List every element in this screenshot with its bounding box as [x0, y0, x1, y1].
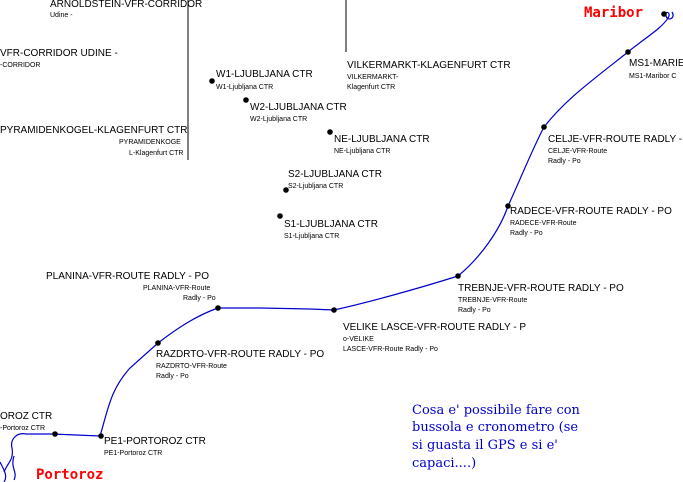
- waypoint-dot-razdrto: [155, 340, 161, 346]
- svg-text:OROZ CTR: OROZ CTR: [0, 411, 52, 422]
- svg-text:Radly - Po: Radly - Po: [156, 373, 189, 380]
- svg-text:TREBNJE-VFR-Route: TREBNJE-VFR-Route: [458, 297, 527, 304]
- svg-text:MS1-Maribor C: MS1-Maribor C: [629, 73, 676, 80]
- waypoint-label-planina: PLANINA-VFR-ROUTE RADLY - PO PLANINA-VFR…: [46, 271, 216, 302]
- waypoint-dot-portoroz-ctr: [52, 431, 58, 437]
- svg-text:RADECE-VFR-Route: RADECE-VFR-Route: [510, 220, 577, 227]
- waypoint-label-trebnje: TREBNJE-VFR-ROUTE RADLY - PO TREBNJE-VFR…: [458, 283, 624, 314]
- svg-text:CELJE-VFR-ROUTE RADLY -: CELJE-VFR-ROUTE RADLY -: [548, 134, 682, 145]
- note-text: Cosa e' possibile fare con bussola e cro…: [412, 403, 581, 471]
- waypoint-label-udine: VFR-CORRIDOR UDINE - -CORRIDOR: [0, 48, 118, 69]
- svg-text:ARNOLDSTEIN-VFR-CORRIDOR: ARNOLDSTEIN-VFR-CORRIDOR: [50, 0, 202, 10]
- svg-text:o-VELIKE: o-VELIKE: [343, 336, 374, 343]
- svg-text:-Portoroz CTR: -Portoroz CTR: [0, 425, 45, 432]
- svg-text:MS1-MARIE: MS1-MARIE: [629, 58, 683, 69]
- waypoint-dot-ne: [327, 129, 333, 135]
- waypoint-label-pe1: PE1-PORTOROZ CTR PE1-Portoroz CTR: [104, 436, 206, 457]
- waypoint-label-radece: RADECE-VFR-ROUTE RADLY - PO RADECE-VFR-R…: [510, 206, 672, 237]
- svg-text:Radly - Po: Radly - Po: [183, 295, 216, 302]
- route-line: [3, 17, 669, 473]
- waypoint-dot-radece: [505, 203, 511, 209]
- svg-text:VELIKE LASCE-VFR-ROUTE RADLY -: VELIKE LASCE-VFR-ROUTE RADLY - P: [343, 322, 526, 333]
- waypoint-label-portoroz-ctr: OROZ CTR -Portoroz CTR: [0, 411, 52, 432]
- svg-text:W1-LJUBLJANA CTR: W1-LJUBLJANA CTR: [216, 69, 313, 80]
- svg-text:Udine -: Udine -: [50, 12, 73, 19]
- svg-text:PYRAMIDENKOGE: PYRAMIDENKOGE: [119, 139, 181, 146]
- svg-text:PE1-PORTOROZ CTR: PE1-PORTOROZ CTR: [104, 436, 206, 447]
- waypoint-label-celje: CELJE-VFR-ROUTE RADLY - CELJE-VFR-Route …: [548, 134, 682, 165]
- svg-text:bussola e cronometro (se: bussola e cronometro (se: [412, 420, 578, 435]
- svg-text:S1-Ljubljana CTR: S1-Ljubljana CTR: [284, 233, 339, 240]
- city-label-maribor: Maribor: [584, 5, 643, 21]
- city-label-portoroz: Portoroz: [36, 467, 103, 482]
- waypoint-dot-planina: [215, 305, 221, 311]
- waypoint-dot-w2: [243, 97, 249, 103]
- svg-text:Radly - Po: Radly - Po: [548, 158, 581, 165]
- svg-text:S2-Ljubljana CTR: S2-Ljubljana CTR: [288, 183, 343, 190]
- waypoint-label-arnoldstein: ARNOLDSTEIN-VFR-CORRIDOR Udine -: [50, 0, 202, 19]
- waypoint-dot-s1: [277, 213, 283, 219]
- svg-text:TREBNJE-VFR-ROUTE RADLY - PO: TREBNJE-VFR-ROUTE RADLY - PO: [458, 283, 624, 294]
- svg-text:capaci....): capaci....): [412, 456, 476, 471]
- waypoint-label-pyramidenkogel: PYRAMIDENKOGEL-KLAGENFURT CTR PYRAMIDENK…: [0, 125, 187, 157]
- waypoint-label-velike: VELIKE LASCE-VFR-ROUTE RADLY - P o-VELIK…: [343, 322, 526, 353]
- svg-text:Radly - Po: Radly - Po: [510, 230, 543, 237]
- svg-text:Radly - Po: Radly - Po: [458, 307, 491, 314]
- svg-text:VILKERMARKT-: VILKERMARKT-: [347, 74, 399, 81]
- waypoint-dot-maribor: [661, 11, 667, 17]
- svg-text:RADECE-VFR-ROUTE RADLY - PO: RADECE-VFR-ROUTE RADLY - PO: [510, 206, 672, 217]
- waypoint-label-razdrto: RAZDRTO-VFR-ROUTE RADLY - PO RAZDRTO-VFR…: [156, 349, 324, 380]
- svg-text:W2-LJUBLJANA CTR: W2-LJUBLJANA CTR: [250, 102, 347, 113]
- svg-text:PYRAMIDENKOGEL-KLAGENFURT CTR: PYRAMIDENKOGEL-KLAGENFURT CTR: [0, 125, 187, 136]
- svg-text:PLANINA-VFR-Route: PLANINA-VFR-Route: [143, 285, 210, 292]
- svg-text:LASCE-VFR-Route Radly - Po: LASCE-VFR-Route Radly - Po: [343, 346, 438, 353]
- svg-text:W2-Ljubljana CTR: W2-Ljubljana CTR: [250, 116, 307, 123]
- waypoint-dot-pe1: [98, 433, 104, 439]
- svg-text:RAZDRTO-VFR-Route: RAZDRTO-VFR-Route: [156, 363, 227, 370]
- waypoint-label-s1: S1-LJUBLJANA CTR S1-Ljubljana CTR: [284, 219, 378, 240]
- waypoint-dot-ms1: [625, 49, 631, 55]
- svg-text:RAZDRTO-VFR-ROUTE RADLY - PO: RAZDRTO-VFR-ROUTE RADLY - PO: [156, 349, 324, 360]
- svg-text:W1-Ljubljana CTR: W1-Ljubljana CTR: [216, 84, 273, 91]
- waypoint-dot-celje: [541, 124, 547, 130]
- svg-text:Klagenfurt CTR: Klagenfurt CTR: [347, 84, 395, 91]
- svg-text:S2-LJUBLJANA CTR: S2-LJUBLJANA CTR: [288, 169, 382, 180]
- svg-text:Cosa e' possibile fare con: Cosa e' possibile fare con: [412, 403, 581, 418]
- waypoint-label-ms1: MS1-MARIE MS1-Maribor C: [629, 58, 683, 80]
- svg-text:L-Klagenfurt CTR: L-Klagenfurt CTR: [129, 150, 183, 157]
- waypoint-dot-trebnje: [455, 273, 461, 279]
- waypoint-dot-s2: [283, 187, 289, 193]
- route-end-squiggle: [0, 455, 16, 482]
- svg-text:PLANINA-VFR-ROUTE RADLY - PO: PLANINA-VFR-ROUTE RADLY - PO: [46, 271, 209, 282]
- waypoint-dot-w1: [209, 78, 215, 84]
- waypoint-dot-velike: [331, 307, 337, 313]
- svg-text:NE-Ljubljana CTR: NE-Ljubljana CTR: [334, 148, 390, 155]
- waypoint-label-w2: W2-LJUBLJANA CTR W2-Ljubljana CTR: [250, 102, 347, 123]
- svg-text:VILKERMARKT-KLAGENFURT CTR: VILKERMARKT-KLAGENFURT CTR: [347, 60, 511, 71]
- svg-text:CELJE-VFR-Route: CELJE-VFR-Route: [548, 148, 607, 155]
- waypoint-label-s2: S2-LJUBLJANA CTR S2-Ljubljana CTR: [288, 169, 382, 190]
- svg-text:-CORRIDOR: -CORRIDOR: [0, 62, 40, 69]
- svg-text:PE1-Portoroz CTR: PE1-Portoroz CTR: [104, 450, 162, 457]
- svg-text:VFR-CORRIDOR UDINE -: VFR-CORRIDOR UDINE -: [0, 48, 118, 59]
- waypoint-label-w1: W1-LJUBLJANA CTR W1-Ljubljana CTR: [216, 69, 313, 91]
- svg-text:si guasta il GPS e si e': si guasta il GPS e si e': [412, 438, 558, 453]
- svg-text:S1-LJUBLJANA CTR: S1-LJUBLJANA CTR: [284, 219, 378, 230]
- svg-text:NE-LJUBLJANA CTR: NE-LJUBLJANA CTR: [334, 134, 430, 145]
- waypoint-label-vilkermarkt: VILKERMARKT-KLAGENFURT CTR VILKERMARKT- …: [347, 60, 511, 91]
- route-start-squiggle: [665, 11, 674, 20]
- waypoint-label-ne: NE-LJUBLJANA CTR NE-Ljubljana CTR: [334, 134, 430, 155]
